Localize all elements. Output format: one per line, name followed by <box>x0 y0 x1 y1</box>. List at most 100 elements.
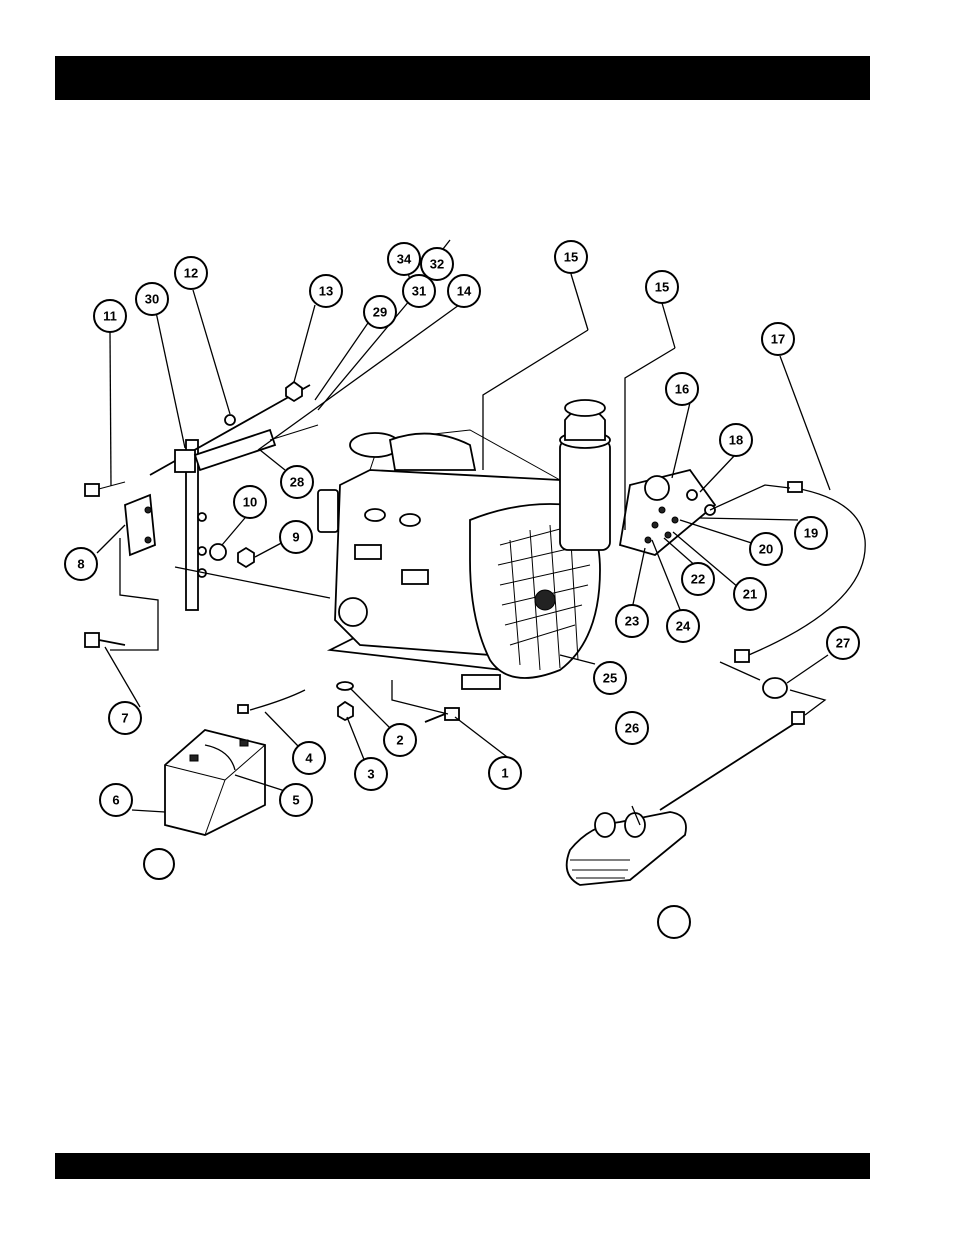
callout-10: 10 <box>234 486 266 518</box>
callout-32: 32 <box>421 248 453 280</box>
callout-16: 16 <box>666 373 698 405</box>
callout-21: 21 <box>734 578 766 610</box>
starter <box>339 598 367 626</box>
svg-text:8: 8 <box>77 557 84 572</box>
callout-1: 1 <box>489 757 521 789</box>
callout-12: 12 <box>175 257 207 289</box>
washer-10 <box>210 544 226 560</box>
svg-text:14: 14 <box>457 284 472 299</box>
engine-assembly <box>318 400 610 689</box>
svg-text:29: 29 <box>373 305 387 320</box>
svg-text:2: 2 <box>396 733 403 748</box>
cable-end-bottom <box>735 650 749 662</box>
battery-6 <box>165 730 265 835</box>
left-bracket-assembly <box>85 382 318 647</box>
washer-12 <box>225 415 235 425</box>
oil-fill-tube <box>318 490 338 532</box>
callout-17: 17 <box>762 323 794 355</box>
svg-text:15: 15 <box>655 280 669 295</box>
svg-text:12: 12 <box>184 266 198 281</box>
svg-text:11: 11 <box>103 309 117 324</box>
fan-hub <box>535 590 555 610</box>
svg-text:16: 16 <box>675 382 689 397</box>
gauge-16 <box>645 476 669 500</box>
svg-text:27: 27 <box>836 636 850 651</box>
svg-text:31: 31 <box>412 284 426 299</box>
callout-2: 2 <box>384 724 416 756</box>
svg-text:20: 20 <box>759 542 773 557</box>
svg-text:25: 25 <box>603 671 617 686</box>
svg-text:32: 32 <box>430 257 444 272</box>
svg-text:30: 30 <box>145 292 159 307</box>
svg-text:28: 28 <box>290 475 304 490</box>
bolt-11 <box>85 484 99 496</box>
callout-23: 23 <box>616 605 648 637</box>
callout-29: 29 <box>364 296 396 328</box>
callout-5: 5 <box>280 784 312 816</box>
callout-34: 34 <box>388 243 420 275</box>
svg-text:18: 18 <box>729 433 743 448</box>
battery-cable-4 <box>250 690 305 710</box>
svg-text:3: 3 <box>367 767 374 782</box>
callout-24: 24 <box>667 610 699 642</box>
battery-assembly <box>165 690 305 835</box>
svg-text:23: 23 <box>625 614 639 629</box>
battery-clamp <box>125 495 155 555</box>
svg-text:26: 26 <box>625 721 639 736</box>
callout-22: 22 <box>682 563 714 595</box>
callout-18: 18 <box>720 424 752 456</box>
svg-text:34: 34 <box>397 252 412 267</box>
clamp-30 <box>175 450 195 472</box>
callout-9: 9 <box>280 521 312 553</box>
footer-bar <box>55 1153 870 1179</box>
callout-13: 13 <box>310 275 342 307</box>
cable-end-top <box>788 482 802 492</box>
svg-text:10: 10 <box>243 495 257 510</box>
svg-text:22: 22 <box>691 572 705 587</box>
svg-text:24: 24 <box>676 619 691 634</box>
svg-text:5: 5 <box>292 793 299 808</box>
callout-8: 8 <box>65 548 97 580</box>
callout-28: 28 <box>281 466 313 498</box>
callout-26: 26 <box>616 712 648 744</box>
muffler <box>560 440 610 550</box>
relay-left <box>355 545 381 559</box>
coupler-27 <box>763 678 787 698</box>
bolt-7 <box>85 633 99 647</box>
callout-15-top: 15 <box>555 241 587 273</box>
svg-text:7: 7 <box>121 711 128 726</box>
callout-15-right: 15 <box>646 271 678 303</box>
callout-30: 30 <box>136 283 168 315</box>
svg-text:19: 19 <box>804 526 818 541</box>
callout-27: 27 <box>827 627 859 659</box>
svg-text:1: 1 <box>501 766 508 781</box>
callout-6: 6 <box>100 784 132 816</box>
svg-text:4: 4 <box>305 751 313 766</box>
callout-31: 31 <box>403 275 435 307</box>
svg-text:15: 15 <box>564 250 578 265</box>
svg-text:21: 21 <box>743 587 757 602</box>
callout-14: 14 <box>448 275 480 307</box>
nut-13 <box>286 382 302 401</box>
svg-text:9: 9 <box>292 530 299 545</box>
nut-3 <box>338 702 353 720</box>
callout-7: 7 <box>109 702 141 734</box>
control-panel <box>620 470 715 555</box>
callout-25: 25 <box>594 662 626 694</box>
callout-4: 4 <box>293 742 325 774</box>
svg-text:13: 13 <box>319 284 333 299</box>
nut-9 <box>238 548 254 567</box>
callout-3: 3 <box>355 758 387 790</box>
callout-blank-battery <box>144 849 174 879</box>
cable-sleeve <box>195 430 275 470</box>
callout-19: 19 <box>795 517 827 549</box>
cylinder-head <box>390 434 475 470</box>
svg-text:6: 6 <box>112 793 119 808</box>
callout-blank-remote <box>658 906 690 938</box>
callout-11: 11 <box>94 300 126 332</box>
relay-right <box>402 570 428 584</box>
callout-20: 20 <box>750 533 782 565</box>
svg-text:17: 17 <box>771 332 785 347</box>
mount-foot <box>462 675 500 689</box>
